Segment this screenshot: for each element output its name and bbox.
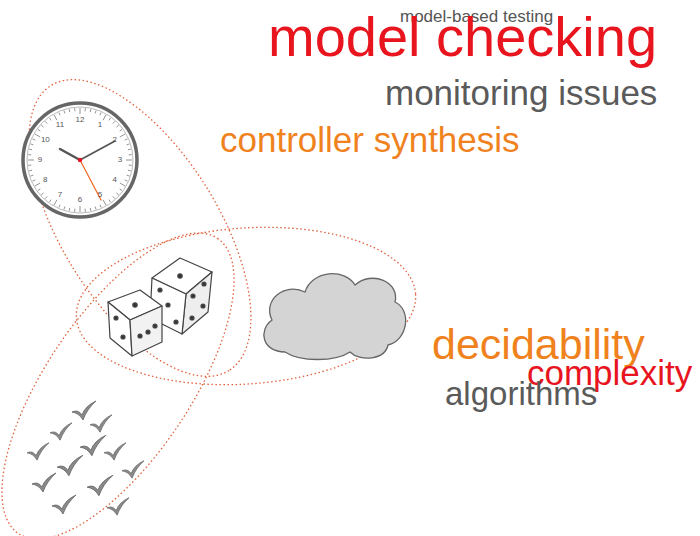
clock-number: 2 [112, 136, 116, 144]
clock-number: 5 [98, 191, 102, 199]
cloud-icon [264, 274, 406, 360]
clock-number: 8 [43, 176, 47, 184]
clock-number: 6 [78, 196, 82, 204]
clock-number: 7 [58, 191, 62, 199]
topic-word: algorithms [445, 377, 597, 410]
group-ellipse [0, 44, 421, 536]
dice-icon [108, 258, 212, 356]
clock-number: 4 [112, 176, 116, 184]
clock-number: 12 [76, 116, 85, 124]
clock-number: 9 [38, 156, 42, 164]
birds-icon [27, 401, 144, 515]
clock-number: 10 [41, 136, 50, 144]
clock-number: 11 [56, 121, 64, 129]
topic-word: controller synthesis [220, 122, 520, 157]
clock-icon [23, 103, 137, 217]
clock-number: 3 [118, 156, 122, 164]
topic-word: monitoring issues [385, 75, 657, 110]
clock-number: 1 [98, 121, 102, 129]
topic-word: model checking [268, 9, 657, 65]
